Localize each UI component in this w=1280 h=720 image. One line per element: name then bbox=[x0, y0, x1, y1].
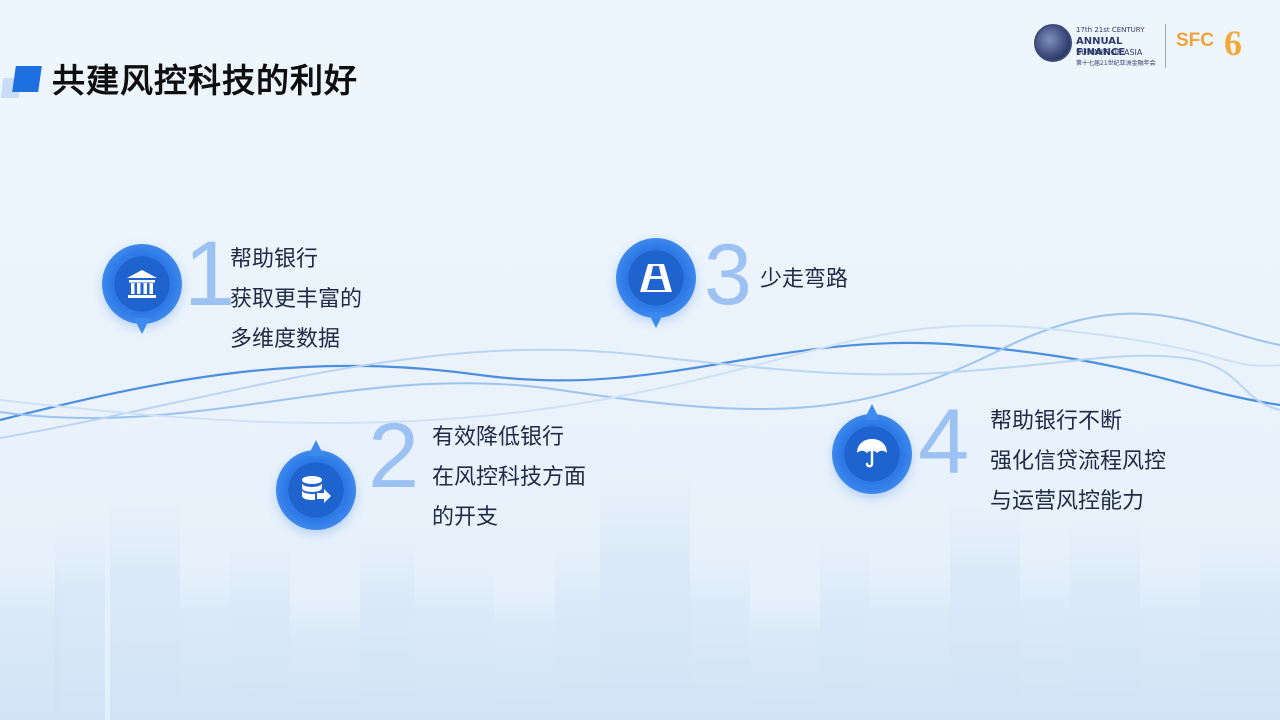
summit-logo-line1: 17th 21st CENTURY bbox=[1076, 26, 1145, 34]
item-number-4: 4 bbox=[918, 391, 970, 493]
marker-3 bbox=[616, 238, 696, 328]
wave-lines bbox=[0, 312, 1280, 439]
item-number-3: 3 bbox=[704, 227, 752, 323]
umbrella-icon bbox=[844, 426, 900, 482]
sfc-logo: SFC bbox=[1176, 30, 1214, 51]
marker-2 bbox=[276, 440, 356, 530]
marker-1 bbox=[102, 244, 182, 334]
summit-logo-line2: ANNUAL FINANCE bbox=[1076, 36, 1126, 58]
globe-icon bbox=[1034, 24, 1072, 62]
item-number-1: 1 bbox=[184, 223, 236, 325]
bank-icon bbox=[114, 256, 170, 312]
page-title: 共建风控科技的利好 bbox=[52, 61, 358, 100]
city-skyline bbox=[0, 470, 1280, 720]
summit-logo: 17th 21st CENTURY ANNUAL FINANCE SUMMIT … bbox=[1034, 22, 1160, 72]
logo-divider bbox=[1165, 24, 1166, 68]
item-number-2: 2 bbox=[368, 405, 420, 507]
item-text-2: 有效降低银行 在风控科技方面 的开支 bbox=[432, 425, 587, 530]
item-text-3: 少走弯路 bbox=[760, 267, 849, 292]
summit-logo-line4: 第十七届21世纪亚洲金融年会 bbox=[1076, 60, 1156, 67]
database-transfer-icon bbox=[288, 462, 344, 518]
summit-logo-line3: SUMMIT OF ASIA bbox=[1076, 48, 1143, 57]
sfc-six-logo: 6 bbox=[1224, 23, 1242, 63]
item-text-4: 帮助银行不断 强化信贷流程风控 与运营风控能力 bbox=[990, 409, 1167, 514]
item-text-1: 帮助银行 获取更丰富的 多维度数据 bbox=[230, 247, 363, 352]
title-accent bbox=[0, 62, 42, 98]
road-icon bbox=[628, 250, 684, 306]
marker-4 bbox=[832, 404, 912, 494]
